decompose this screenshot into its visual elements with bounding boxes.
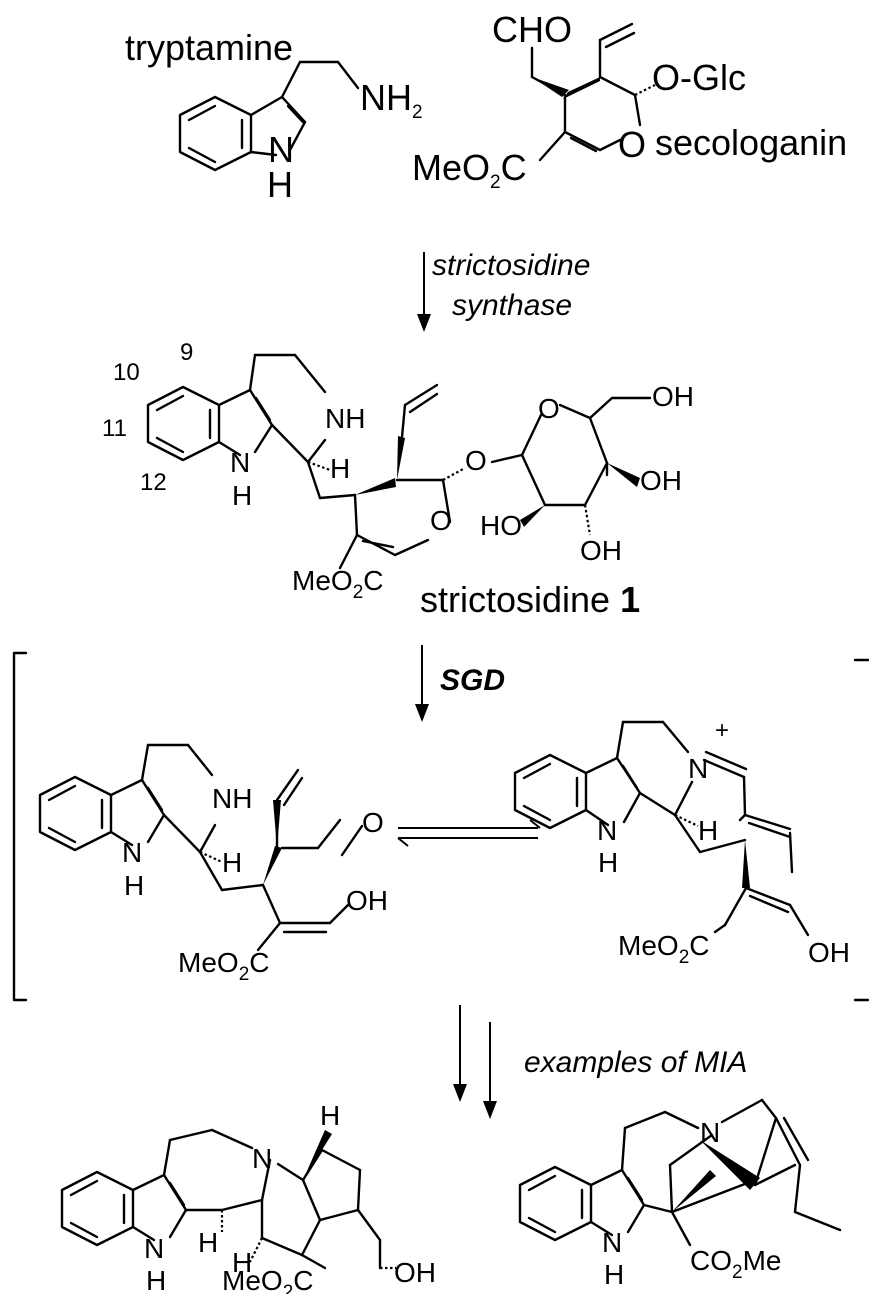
strictosidine-ester-label: MeO2C: [292, 565, 384, 603]
catharanthine-ester-label: CO2Me: [690, 1245, 781, 1283]
aglycone-ester-label: MeO2C: [178, 947, 270, 985]
step1-line2: synthase: [452, 289, 572, 322]
sugar-ring-o: O: [538, 393, 560, 424]
sugar-ho-left: HO: [480, 510, 522, 541]
sugar-oh-bottom: OH: [580, 535, 622, 566]
catharanthine-n: N: [700, 1117, 720, 1148]
arrow-step-3: examples of MIA: [453, 1005, 747, 1119]
secologanin-ester-label: MeO2C: [412, 147, 527, 193]
yohimbine-n: N: [252, 1143, 272, 1174]
tryptamine-label: tryptamine: [125, 27, 293, 68]
iminium-indole-n: N: [597, 815, 617, 846]
yohimbine-h-mid: H: [198, 1227, 218, 1258]
aglycone-indole-h: H: [124, 870, 144, 901]
c11-label: 11: [102, 415, 127, 442]
indole-nh-h: H: [267, 164, 293, 205]
sugar-oh-right: OH: [640, 465, 682, 496]
yohimbine-h-top: H: [320, 1100, 340, 1131]
iminium-structure: N + N H H OH MeO2C: [513, 717, 850, 968]
secologanin-structure: CHO O-Glc O MeO2C secologanin: [412, 9, 847, 193]
catharanthine-type-structure: N N H CO2Me: [518, 1098, 842, 1290]
aglycone-aldehyde-o: O: [362, 807, 384, 838]
amine-label: NH2: [360, 77, 423, 123]
catharanthine-indole-n: N: [602, 1227, 622, 1258]
iminium-ester-label: MeO2C: [618, 930, 710, 968]
bracket: [12, 651, 869, 1002]
aglycone-structure: NH N H H O OH MeO2C: [38, 743, 388, 985]
strictosidine-nh-indole-n: N: [230, 447, 250, 478]
strictosidine-h: H: [330, 453, 350, 484]
c10-label: 10: [113, 359, 140, 386]
iminium-plus: +: [715, 717, 729, 744]
equilibrium-arrows: [397, 819, 541, 847]
strictosidine-o-glyco: O: [465, 445, 487, 476]
aglycone-indole-n: N: [122, 837, 142, 868]
iminium-h: H: [698, 815, 718, 846]
aglycone-oh: OH: [346, 885, 388, 916]
oglc-label: O-Glc: [652, 57, 746, 98]
arrow-step-2: SGD: [415, 645, 505, 722]
strictosidine-nh-piperidine: NH: [325, 403, 365, 434]
step3-label: examples of MIA: [524, 1046, 747, 1079]
aglycone-h: H: [222, 847, 242, 878]
iminium-indole-h: H: [598, 847, 618, 878]
secologanin-label: secologanin: [655, 122, 847, 163]
strictosidine-structure: 9 10 11 12 NH N H H O O O OH OH HO OH Me…: [102, 339, 694, 620]
yohimbine-oh: OH: [394, 1257, 436, 1288]
yohimbine-ester-label: MeO2C: [222, 1265, 314, 1294]
yohimbine-type-structure: N H N H H H OH MeO2C: [60, 1100, 436, 1294]
c12-label: 12: [140, 469, 167, 496]
tryptamine-structure: N H NH2 tryptamine: [125, 27, 423, 205]
strictosidine-nh-indole-h: H: [232, 480, 252, 511]
indole-nh-n: N: [268, 129, 294, 170]
strictosidine-label: strictosidine 1: [420, 579, 640, 620]
step2-label: SGD: [440, 664, 505, 697]
c9-label: 9: [180, 339, 193, 366]
yohimbine-h-low: H: [232, 1247, 252, 1278]
yohimbine-indole-n: N: [144, 1233, 164, 1264]
catharanthine-indole-h: H: [604, 1259, 624, 1290]
sugar-oh-top: OH: [652, 381, 694, 412]
iminium-oh: OH: [808, 937, 850, 968]
step1-line1: strictosidine: [432, 249, 590, 282]
yohimbine-indole-h: H: [146, 1265, 166, 1294]
arrow-step-1: strictosidine synthase: [417, 249, 590, 332]
ring-o-label: O: [618, 124, 646, 165]
iminium-n: N: [688, 753, 708, 784]
aglycone-nh: NH: [212, 783, 252, 814]
cho-label: CHO: [492, 9, 572, 50]
strictosidine-ring-o: O: [430, 505, 452, 536]
